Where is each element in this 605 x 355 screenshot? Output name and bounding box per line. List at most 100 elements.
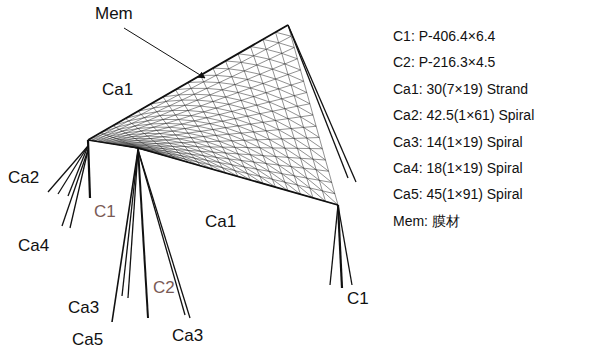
- mesh-line: [272, 69, 275, 79]
- mesh-line: [172, 110, 175, 115]
- mesh-line: [185, 105, 188, 110]
- mesh-line: [269, 139, 285, 148]
- member-spec: Ca3: 14(1×19) Spiral: [393, 134, 523, 150]
- mesh-line: [307, 178, 320, 180]
- mesh-line: [176, 111, 189, 116]
- mesh-line: [207, 141, 220, 142]
- mesh-line: [272, 148, 288, 157]
- mesh-line: [260, 114, 276, 121]
- mesh-line: [269, 59, 272, 69]
- mesh-line: [197, 100, 213, 101]
- mesh-line: [257, 102, 270, 105]
- mesh-line: [288, 117, 301, 119]
- mesh-line: [263, 39, 266, 49]
- mesh-line: [207, 118, 223, 121]
- mesh-line: [263, 120, 276, 122]
- mesh-line: [244, 108, 260, 113]
- mesh-line: [222, 85, 235, 90]
- mesh-line: [254, 49, 267, 56]
- mesh-line: [104, 140, 120, 143]
- mesh-line: [282, 53, 285, 64]
- mesh-line: [157, 130, 160, 133]
- mesh-line: [244, 139, 257, 140]
- mesh-line: [269, 53, 282, 59]
- mesh-line: [172, 129, 185, 131]
- mesh-line: [226, 61, 229, 69]
- mesh-line: [229, 134, 245, 140]
- mesh-line: [238, 88, 251, 93]
- mesh-line: [194, 158, 207, 160]
- mesh-line: [188, 111, 204, 112]
- mesh-line: [210, 95, 226, 97]
- mesh-line: [207, 118, 210, 124]
- mesh-line: [216, 157, 232, 164]
- mesh-line: [194, 121, 197, 126]
- mesh-line: [160, 134, 176, 135]
- mesh-line: [229, 100, 242, 104]
- mesh-line: [235, 79, 248, 84]
- mesh-line: [238, 124, 251, 126]
- mesh-line: [269, 99, 282, 102]
- mesh-line: [241, 56, 254, 63]
- mesh-line: [213, 68, 229, 70]
- mesh-line: [282, 96, 295, 99]
- mesh-line: [176, 115, 179, 120]
- mesh-line: [219, 83, 235, 85]
- mesh-line: [204, 108, 217, 112]
- mesh-line: [166, 139, 179, 140]
- mesh-line: [141, 112, 157, 115]
- mesh-line: [285, 148, 301, 158]
- mesh-line: [310, 148, 323, 149]
- mesh-line: [132, 136, 148, 138]
- mesh-line: [185, 100, 198, 105]
- mesh-line: [210, 124, 226, 128]
- mesh-line: [307, 93, 310, 104]
- mesh-line: [197, 95, 210, 100]
- mesh-line: [276, 119, 289, 121]
- mesh-line: [226, 97, 229, 104]
- mesh-line: [116, 123, 132, 127]
- cable-label: Ca1: [102, 80, 133, 100]
- mesh-line: [257, 139, 270, 140]
- mesh-line: [182, 94, 195, 100]
- mesh-line: [285, 106, 298, 108]
- mesh-line: [219, 141, 235, 147]
- mesh-line: [282, 174, 298, 185]
- mesh-line: [276, 32, 279, 43]
- mesh-line: [238, 93, 241, 101]
- mesh-line: [301, 115, 314, 117]
- mesh-line: [147, 134, 160, 136]
- column-label: C1: [94, 202, 116, 222]
- mesh-line: [169, 106, 172, 111]
- mesh-line: [154, 127, 170, 128]
- mesh-line: [266, 130, 279, 131]
- mesh-line: [235, 116, 248, 118]
- mesh-line: [154, 127, 157, 130]
- mesh-line: [119, 139, 135, 140]
- mesh-line: [254, 56, 257, 65]
- mesh-line: [119, 129, 122, 131]
- mesh-line: [144, 133, 160, 134]
- cable-label: Ca1: [205, 212, 236, 232]
- mesh-line: [251, 84, 264, 89]
- mesh-line: [263, 84, 279, 89]
- mesh-line: [229, 104, 232, 111]
- mesh-line: [241, 62, 257, 65]
- mesh-line: [241, 62, 244, 71]
- mesh-line: [182, 124, 185, 129]
- mesh-line: [207, 88, 210, 95]
- mesh-line: [279, 165, 295, 176]
- mesh-line: [201, 130, 214, 132]
- mesh-line: [251, 88, 267, 93]
- mesh-line: [132, 137, 135, 139]
- mesh-line: [301, 158, 304, 168]
- mesh-line: [216, 75, 219, 82]
- mesh-line: [313, 159, 316, 170]
- mesh-line: [197, 126, 213, 129]
- mesh-line: [138, 129, 141, 132]
- mesh-line: [176, 135, 192, 138]
- mesh-line: [147, 136, 163, 138]
- mesh-line: [197, 147, 213, 152]
- mesh-line: [160, 131, 173, 133]
- mesh-line: [204, 75, 217, 82]
